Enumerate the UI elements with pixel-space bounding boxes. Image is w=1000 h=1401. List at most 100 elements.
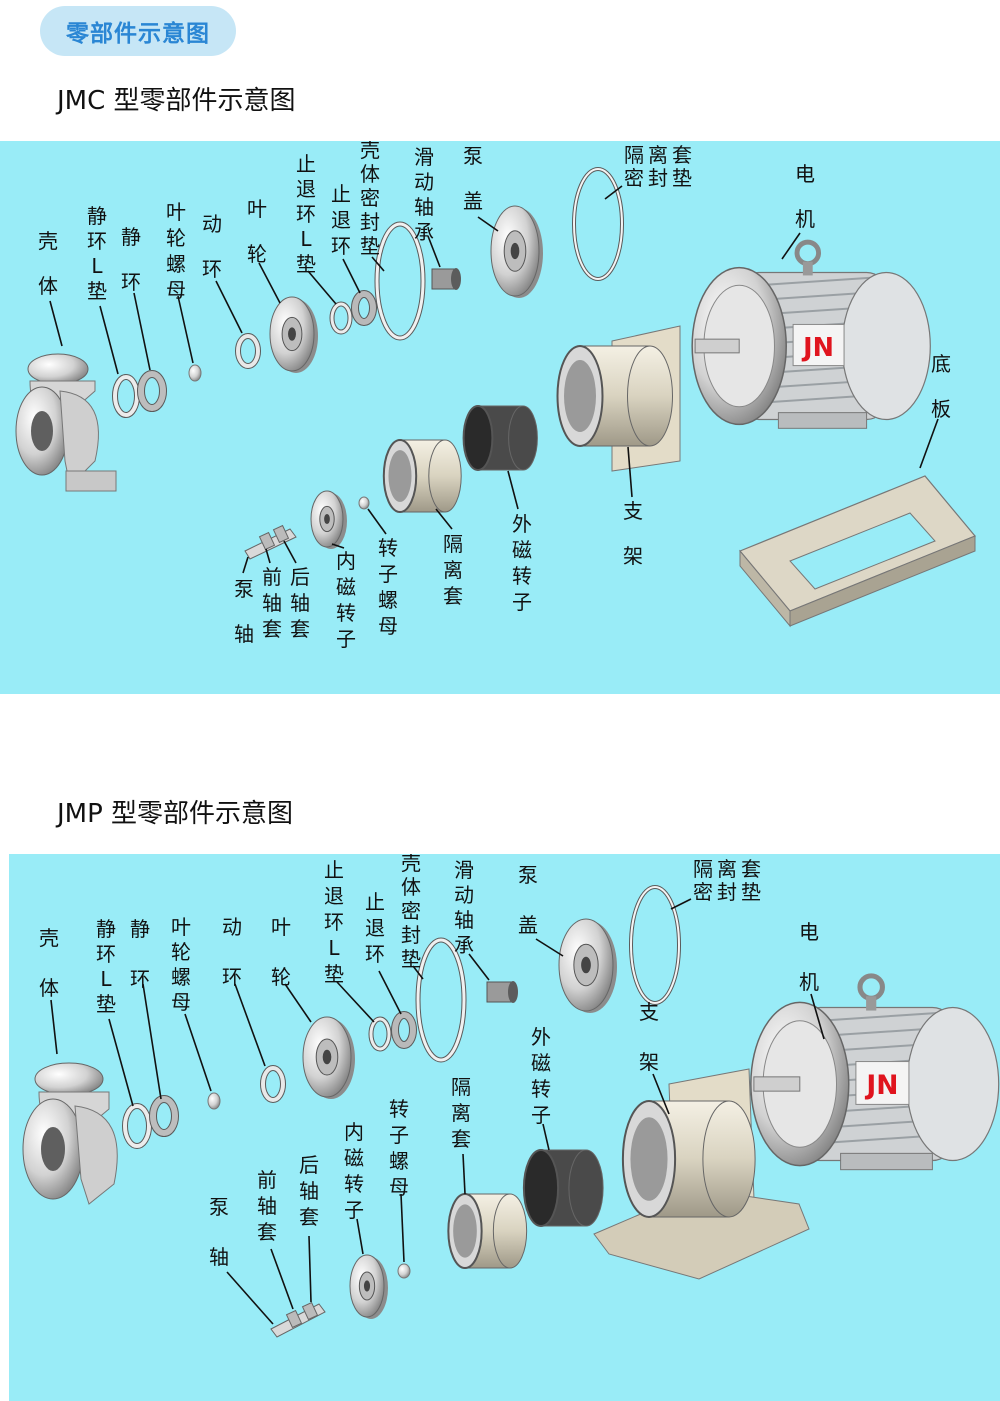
jmp-isolation-sleeve-inner: [453, 1204, 477, 1258]
jmc-base-plate-opening: [789, 512, 936, 590]
jmc-base-plate-leader: [919, 418, 939, 469]
jmc-rotor-nut-leader: [367, 508, 387, 535]
jmc-motor-eyebolt-stem: [802, 261, 813, 276]
jmc-impeller-bore: [288, 327, 296, 341]
jmc-label-isolation-sleeve-char: 套: [443, 584, 463, 608]
jmp-label-sliding-bearing-char: 承: [454, 933, 474, 957]
jmp-moving-ring-face: [261, 1066, 285, 1102]
jmp-motor-shaft: [753, 1076, 801, 1092]
jmp-impeller-leader: [284, 983, 312, 1023]
jmp-title: JMP 型零部件示意图: [57, 799, 294, 829]
jmp-label-front-bushing-char: 套: [257, 1220, 277, 1244]
jmp-casing-inlet: [41, 1127, 65, 1171]
jmc-label-static-ring-l-gasket-char: L: [91, 254, 103, 278]
jmp-label-rotor-nut-char: 转: [389, 1097, 409, 1121]
jmp-label-front-bushing-char: 轴: [257, 1194, 277, 1218]
jmp-motor-badge: JN: [864, 1070, 898, 1101]
jmp-impeller-nut-leader: [184, 1013, 212, 1092]
jmp-pump-cover-bore: [581, 956, 591, 974]
jmp-impeller-bore: [322, 1049, 332, 1065]
jmp-label-inner-magnetic-rotor-char: 内: [344, 1120, 364, 1144]
jmc-motor-fan-cover: [841, 271, 931, 421]
jmc-label-shell-seal-gasket-char: 壳: [360, 141, 380, 162]
jmc-static-ring-leader: [133, 292, 151, 371]
jmc-label-stop-ring-l-gasket-char: 环: [296, 202, 316, 226]
jmc-label-outer-magnetic-rotor-char: 外: [512, 512, 532, 536]
jmp-label-stop-ring-l-gasket-char: 垫: [324, 962, 344, 986]
jmp-label-inner-magnetic-rotor-char: 子: [344, 1198, 364, 1222]
jmc-isolation-sleeve-back: [428, 439, 462, 513]
jmc-label-bracket-char: 架: [623, 544, 643, 568]
jmc-motor-feet: [777, 412, 868, 429]
jmc-label-shell-char: 体: [38, 274, 58, 298]
jmc-motor-eyebolt: [794, 239, 822, 267]
jmc-moving-ring-leader: [215, 280, 243, 334]
jmp-label-impeller-nut-char: 螺: [171, 965, 191, 989]
jmc-pump-cover-bore: [510, 242, 520, 260]
jmc-shell-seal-gasket-face: [375, 222, 425, 340]
jmp-stop-ring-face: [392, 1012, 416, 1048]
jmc-label-base-plate-char: 底: [931, 352, 951, 376]
jmp-label-inner-magnetic-rotor-char: 转: [344, 1172, 364, 1196]
jmc-casing-inlet: [31, 411, 53, 451]
jmc-label-inner-magnetic-rotor-char: 磁: [336, 575, 356, 599]
jmc-motor-shaft: [694, 338, 740, 354]
jmc-label-moving-ring-char: 环: [202, 257, 222, 281]
jmp-motor-badge-plate: [855, 1061, 910, 1105]
jmp-label-moving-ring-char: 环: [222, 965, 242, 989]
jmc-label-rear-bushing-char: 套: [290, 617, 310, 641]
jmp-label-pump-cover-char: 盖: [518, 913, 538, 937]
jmc-label-outer-magnetic-rotor-char: 磁: [512, 538, 532, 562]
jmc-label-front-bushing-char: 套: [262, 617, 282, 641]
jmp-label-isolation-sleeve-char: 离: [451, 1101, 471, 1125]
jmc-label-inner-magnetic-rotor-char: 内: [336, 549, 356, 573]
jmc-label-pump-cover-char: 泵: [463, 144, 483, 168]
jmc-label-shell-seal-gasket-char: 密: [360, 186, 380, 210]
jmp-label-shell-seal-gasket-char: 密: [401, 899, 421, 923]
jmc-label-stop-ring-l-gasket-char: L: [300, 227, 312, 251]
jmp-outer-magnetic-rotor-front: [522, 1149, 560, 1227]
jmp-rear-bushing-leader: [308, 1235, 312, 1303]
jmc-bracket-leader: [627, 446, 633, 498]
jmc-label-static-ring-char: 静: [121, 225, 141, 249]
jmc-stop-ring-l-gasket-face: [330, 302, 352, 334]
jmp-label-impeller-nut-char: 叶: [171, 915, 191, 939]
jmc-stop-ring-leader: [342, 258, 361, 294]
jmc-static-ring-l-gasket-face: [113, 375, 139, 417]
jmp-motor-eyebolt-stem: [866, 996, 877, 1011]
jmc-label-stop-ring-l-gasket-char: 止: [296, 152, 316, 176]
jmc-isolation-seal-gasket-leader: [604, 185, 623, 200]
jmp-label-sliding-bearing-char: 轴: [454, 908, 474, 932]
jmc-front-bushing: [258, 531, 276, 551]
jmp-isolation-seal-gasket-leader: [670, 898, 692, 910]
jmp-impeller-nut: [207, 1092, 221, 1110]
jmp-label-inner-magnetic-rotor-char: 磁: [344, 1146, 364, 1170]
jmp-moving-ring-leader: [234, 983, 266, 1067]
jmp-label-shell-seal-gasket-char: 封: [401, 923, 421, 947]
jmp-shell-seal-gasket-face: [416, 938, 466, 1062]
jmc-label-stop-ring-char: 环: [331, 234, 351, 258]
jmp-label-rear-bushing-char: 后: [299, 1153, 319, 1177]
jmp-static-ring-face: [150, 1096, 178, 1136]
jmp-casing-top-flange: [34, 1062, 104, 1096]
jmc-shell-seal-gasket-leader: [371, 256, 385, 272]
jmp-isolation-seal-gasket-face: [630, 886, 680, 1004]
jmp-label-outer-magnetic-rotor-char: 外: [531, 1025, 551, 1049]
jmp-motor-fin: [820, 1011, 943, 1022]
jmc-motor-badge-plate: [792, 323, 845, 367]
jmp-label-stop-ring-l-gasket-char: L: [328, 936, 340, 960]
jmp-shell-leader: [50, 999, 58, 1055]
jmc-isolation-seal-gasket-face: [573, 168, 623, 280]
jmp-label-static-ring-char: 环: [130, 967, 150, 991]
jmp-label-static-ring-l-gasket-char: 环: [96, 942, 116, 966]
jmp-rear-bushing: [301, 1301, 319, 1321]
jmc-label-shell-seal-gasket-char: 封: [360, 210, 380, 234]
jmp-label-shell-char: 体: [39, 976, 59, 1000]
jmc-label-rotor-nut-char: 转: [378, 536, 398, 560]
jmp-motor-fan-cover: [906, 1006, 1000, 1162]
jmp-label-rear-bushing-char: 套: [299, 1205, 319, 1229]
jmp-bracket-leader: [652, 1073, 670, 1115]
jmc-label-impeller-nut-char: 母: [166, 278, 186, 302]
jmc-casing-volute: [59, 390, 99, 488]
jmp-front-bushing: [285, 1309, 303, 1329]
